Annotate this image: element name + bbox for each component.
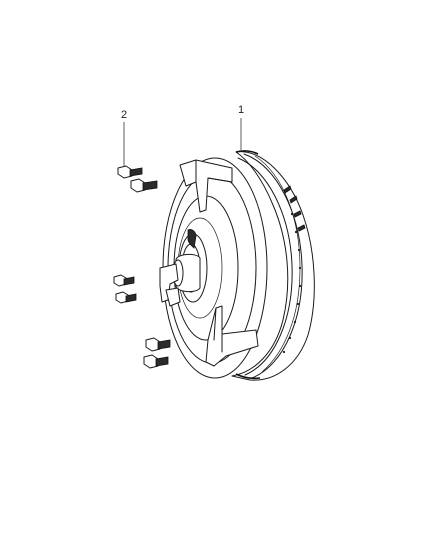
mounting-lug-mid (165, 287, 181, 307)
converter-shell-outer (231, 151, 315, 381)
callout-1-group: 1 (238, 104, 244, 150)
bolt (130, 178, 158, 193)
rim-dot (293, 320, 297, 324)
fin-mark (297, 224, 306, 232)
fin-mark (283, 185, 292, 194)
fin-mark (293, 210, 302, 218)
rim-dot (282, 350, 286, 354)
rim-dot (288, 336, 292, 340)
bolt (143, 354, 169, 369)
bolt-set (113, 165, 171, 369)
shell-seam-1 (237, 157, 293, 376)
torque-converter (159, 150, 315, 381)
mounting-lug-top-edge (195, 159, 233, 183)
bolt-shank (142, 180, 158, 191)
shell-seam-2 (243, 153, 303, 379)
bolt (117, 165, 143, 179)
mounting-lug-bottom (205, 305, 259, 367)
mounting-lug-top (179, 159, 233, 213)
bolt-shank (123, 276, 135, 286)
callout-label-1: 1 (238, 104, 244, 116)
weld-band-bottom (235, 373, 261, 380)
bolt-shank (157, 339, 171, 350)
bolt-shank (125, 293, 137, 303)
rim-dot (296, 302, 300, 306)
rim-dot (294, 230, 298, 234)
rim-dot (290, 212, 294, 216)
impeller-fins (283, 185, 306, 232)
bolt (113, 274, 135, 287)
weld-band-top (235, 150, 259, 155)
bolt (115, 291, 137, 304)
rim-dot (297, 248, 301, 252)
bolt (145, 337, 171, 352)
hub-slot (187, 229, 197, 249)
rim-dot (298, 266, 302, 270)
bolt-shank (129, 167, 143, 177)
callout-label-2: 2 (121, 109, 127, 121)
impeller-rim-dots (282, 212, 302, 354)
mounting-lug-bottom-edge (213, 307, 223, 353)
fin-mark (289, 195, 298, 204)
bolt-shank (155, 356, 169, 367)
callout-2-group: 2 (121, 109, 127, 166)
rim-dot (298, 284, 302, 288)
